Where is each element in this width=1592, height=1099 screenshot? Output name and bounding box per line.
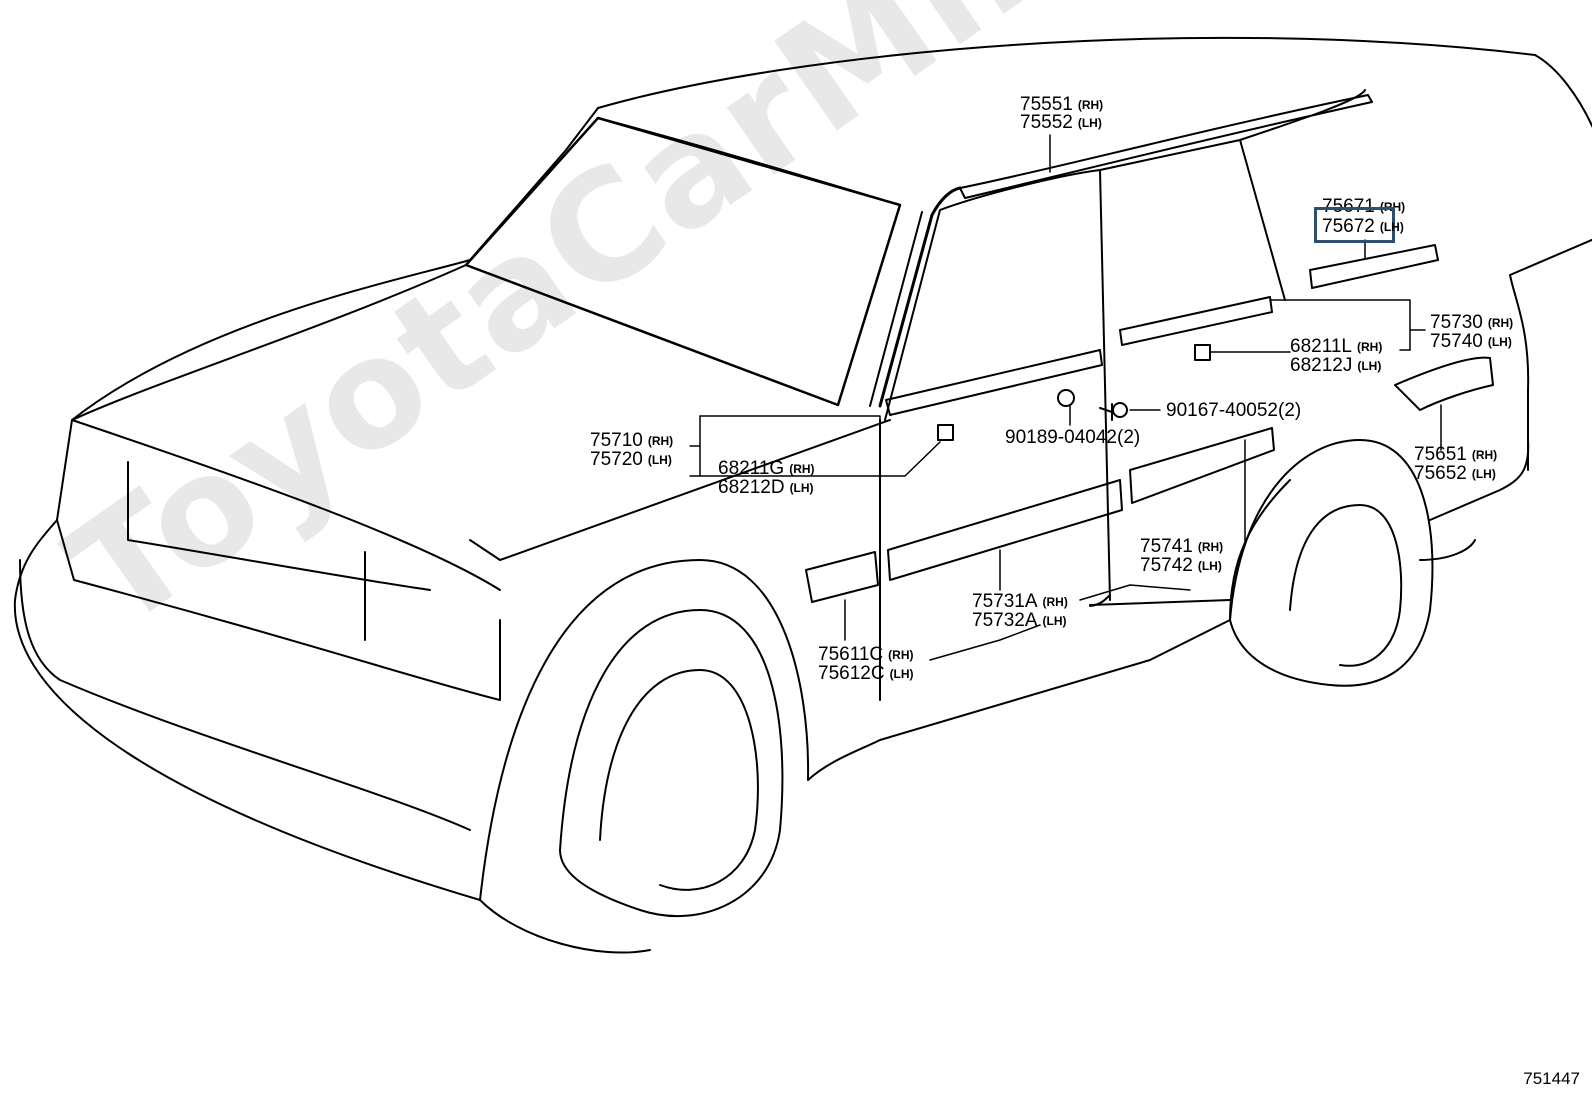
part-label-68211L[interactable]: 68211L(RH) — [1290, 336, 1383, 357]
diagram-reference-number: 751447 — [1523, 1069, 1580, 1088]
part-label-68212D[interactable]: 68212D(LH) — [718, 477, 814, 498]
part-label-75732A[interactable]: 75732A(LH) — [972, 610, 1067, 631]
part-label-75552[interactable]: 75552(LH) — [1020, 112, 1102, 133]
part-label-90189-04042[interactable]: 90189-04042(2) — [1005, 427, 1141, 448]
part-label-75741[interactable]: 75741(RH) — [1140, 536, 1224, 557]
part-label-75730[interactable]: 75730(RH) — [1430, 312, 1514, 333]
part-label-75651[interactable]: 75651(RH) — [1414, 444, 1498, 465]
part-label-75611C[interactable]: 75611C(RH) — [818, 644, 914, 665]
part-label-75612C[interactable]: 75612C(LH) — [818, 663, 914, 684]
part-label-75731A[interactable]: 75731A(RH) — [972, 591, 1068, 612]
part-label-75652[interactable]: 75652(LH) — [1414, 463, 1496, 484]
part-label-75672[interactable]: 75672(LH) — [1322, 216, 1404, 237]
part-label-75720[interactable]: 75720(LH) — [590, 449, 672, 470]
part-label-90167-40052[interactable]: 90167-40052(2) — [1166, 400, 1302, 421]
part-label-75710[interactable]: 75710(RH) — [590, 430, 674, 451]
highlight-box — [1314, 207, 1395, 243]
part-label-68212J[interactable]: 68212J(LH) — [1290, 355, 1382, 376]
part-label-75740[interactable]: 75740(LH) — [1430, 331, 1512, 352]
part-label-75551[interactable]: 75551(RH) — [1020, 94, 1104, 115]
part-label-75742[interactable]: 75742(LH) — [1140, 555, 1222, 576]
part-label-68211G[interactable]: 68211G(RH) — [718, 458, 815, 479]
